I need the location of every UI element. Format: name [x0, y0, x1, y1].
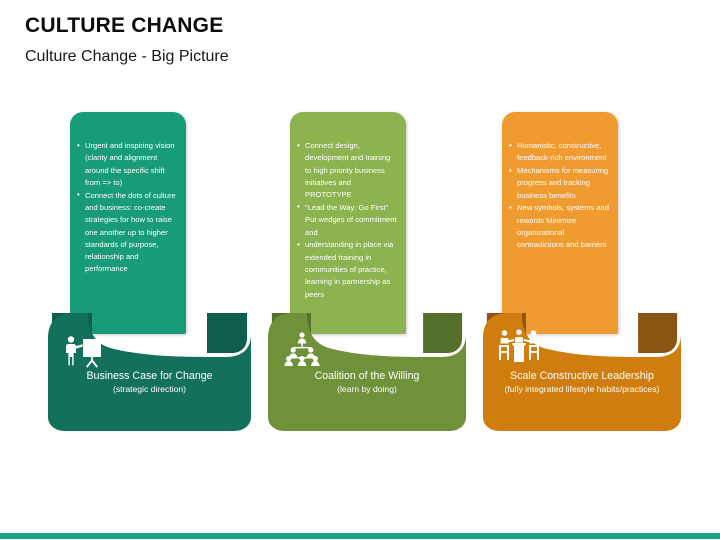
banner-ribbon-shape: [483, 313, 681, 431]
banner-ribbon-shape: [268, 313, 466, 431]
list-item: New symbols, systems and rewards Minimiz…: [509, 202, 609, 251]
bullet-card-scale-constructive-leadership: Humanistic, constructive, feedback-rich …: [502, 112, 618, 334]
banner-text-group: Scale Constructive Leadership (fully int…: [483, 370, 681, 395]
list-item: Mechanisms for measuring progress and tr…: [509, 165, 609, 202]
list-item: understanding in place via extended trai…: [297, 239, 397, 300]
bottom-accent-bar: [0, 533, 720, 539]
banner-title: Scale Constructive Leadership: [510, 370, 654, 382]
banner-subtitle: (learn by doing): [337, 384, 397, 395]
banner-subtitle: (fully integrated lifestyle habits/pract…: [504, 384, 660, 395]
bullet-card-coalition-of-the-willing: Connect design, development and training…: [290, 112, 406, 334]
org-hierarchy-people-icon: [280, 332, 324, 366]
page-title: CULTURE CHANGE: [25, 14, 224, 37]
bullet-card-business-case-for-change: Urgent and inspiring vision (clarity and…: [70, 112, 186, 334]
page-subtitle: Culture Change - Big Picture: [25, 48, 229, 66]
meeting-table-people-icon: [497, 329, 541, 363]
banner-business-case-for-change[interactable]: Business Case for Change (strategic dire…: [48, 305, 251, 431]
banner-text-group: Coalition of the Willing (learn by doing…: [268, 370, 466, 395]
list-item: Connect the dots of culture and business…: [77, 189, 177, 276]
pillar-business-case-for-change[interactable]: Urgent and inspiring vision (clarity and…: [32, 0, 252, 540]
list-item: Urgent and inspiring vision (clarity and…: [77, 139, 177, 189]
slide-header: CULTURE CHANGE Culture Change - Big Pict…: [25, 14, 695, 66]
bullet-list: Urgent and inspiring vision (clarity and…: [77, 139, 177, 276]
list-item: Humanistic, constructive, feedback-rich …: [509, 140, 609, 165]
banner-subtitle: (strategic direction): [112, 384, 187, 395]
pillar-coalition-of-the-willing[interactable]: Connect design, development and training…: [252, 0, 472, 540]
banner-title: Business Case for Change: [86, 370, 213, 382]
bullet-list: Humanistic, constructive, feedback-rich …: [509, 140, 609, 252]
presenter-whiteboard-icon: [64, 335, 104, 369]
banner-coalition-of-the-willing[interactable]: Coalition of the Willing (learn by doing…: [268, 305, 466, 431]
pillar-scale-constructive-leadership[interactable]: Humanistic, constructive, feedback-rich …: [467, 0, 687, 540]
banner-text-group: Business Case for Change (strategic dire…: [48, 370, 251, 395]
banner-scale-constructive-leadership[interactable]: Scale Constructive Leadership (fully int…: [483, 305, 681, 431]
list-item: Connect design, development and training…: [297, 139, 397, 201]
bullet-list: Connect design, development and training…: [297, 139, 397, 301]
list-item: "Lead the Way: Go First" Put wedges of c…: [297, 201, 397, 239]
banner-title: Coalition of the Willing: [314, 370, 420, 382]
